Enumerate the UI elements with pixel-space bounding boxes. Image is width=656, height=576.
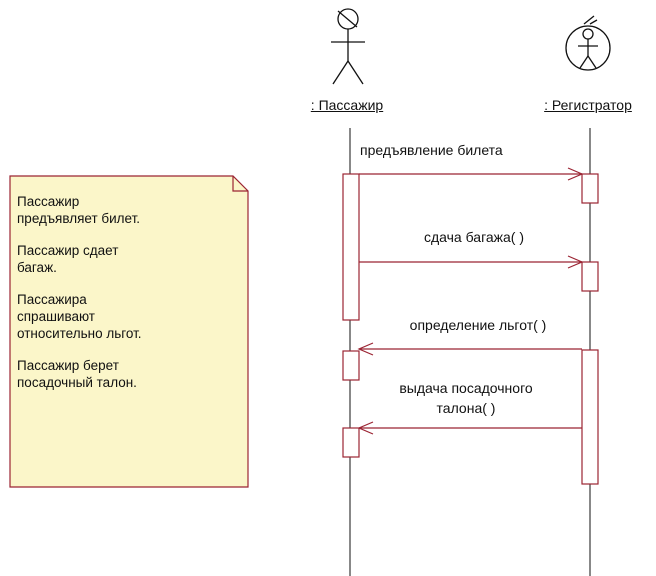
registrar-activation-3: [581, 349, 599, 485]
registrar-activation-2: [581, 261, 599, 292]
note-paragraph-2: Пассажир сдает багаж.: [17, 243, 119, 275]
note-paragraph-1: Пассажир предъявляет билет.: [17, 194, 141, 226]
note-paragraph-4: Пассажир берет посадочный талон.: [17, 358, 137, 390]
message-4-arrowhead: [357, 421, 374, 435]
note-text: Пассажир предъявляет билет. Пассажир сда…: [17, 193, 239, 406]
message-2-arrowhead: [567, 255, 584, 269]
passenger-activation-3: [342, 427, 360, 458]
passenger-actor-icon: [331, 8, 365, 85]
passenger-activation-1: [342, 173, 360, 321]
message-4-label: выдача посадочного талона( ): [399, 380, 533, 416]
message-3-label: определение льгот( ): [409, 317, 547, 333]
registrar-actor-icon: [565, 15, 611, 71]
message-1-label: предъявление билета: [360, 142, 503, 158]
message-1-arrowhead: [567, 167, 584, 181]
message-3-arrowhead: [357, 342, 374, 356]
message-2-label: сдача багажа( ): [423, 229, 525, 245]
registrar-actor-label: : Регистратор: [544, 97, 632, 113]
note-shape: [9, 175, 249, 488]
passenger-actor-label: : Пассажир: [310, 97, 384, 113]
passenger-activation-2: [342, 350, 360, 381]
note-paragraph-3: Пассажира спрашивают относительно льгот.: [17, 292, 142, 341]
registrar-activation-1: [581, 173, 599, 204]
